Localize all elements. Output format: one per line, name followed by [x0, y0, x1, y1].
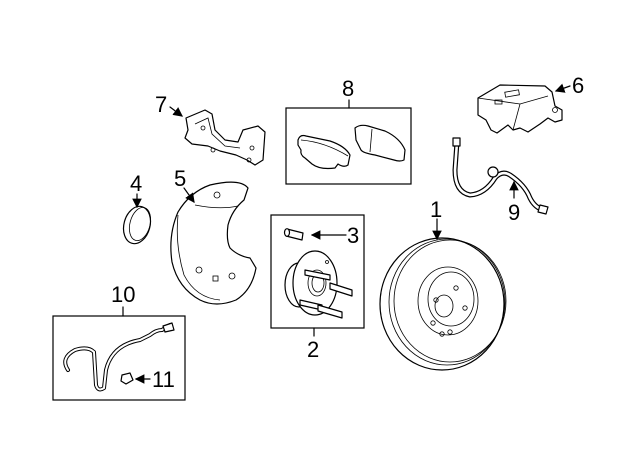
- callout-4: 4: [130, 171, 142, 196]
- caliper: [477, 84, 563, 134]
- caliper-bracket-group[interactable]: [184, 109, 266, 166]
- brake-pad-outer: [354, 124, 406, 162]
- hub-flange: [292, 250, 338, 316]
- callout-7: 7: [155, 92, 167, 117]
- callout-arrows: [132, 83, 571, 384]
- caliper-bracket: [184, 109, 266, 166]
- callout-10: 10: [111, 282, 135, 307]
- caliper-group[interactable]: [477, 84, 563, 134]
- callout-3: 3: [347, 223, 359, 248]
- callout-11: 11: [152, 367, 175, 392]
- clip: [120, 372, 134, 385]
- splash-shield: [170, 181, 257, 305]
- seal-ring-group[interactable]: [120, 203, 155, 246]
- wear-sensor-group[interactable]: [52, 306, 186, 401]
- brake-pad-inner: [297, 134, 351, 170]
- brake-hose-group[interactable]: [452, 137, 549, 215]
- hub-box: [270, 214, 365, 329]
- callout-8: 8: [342, 76, 354, 101]
- callout-9: 9: [508, 200, 520, 225]
- rotor: [379, 237, 505, 371]
- sensor-connector: [162, 322, 175, 333]
- brake-pads-group[interactable]: [285, 99, 412, 185]
- callout-6: 6: [572, 73, 584, 98]
- callout-5: 5: [174, 166, 186, 191]
- hose-bracket: [487, 166, 499, 178]
- sensor-box: [52, 315, 186, 401]
- hose-fitting: [452, 137, 461, 147]
- hub-group[interactable]: [270, 214, 365, 337]
- pads-box: [285, 107, 412, 185]
- splash-shield-group[interactable]: [170, 181, 257, 305]
- rotor-group[interactable]: [379, 237, 507, 371]
- callout-1: 1: [430, 197, 442, 222]
- callout-2: 2: [307, 337, 319, 362]
